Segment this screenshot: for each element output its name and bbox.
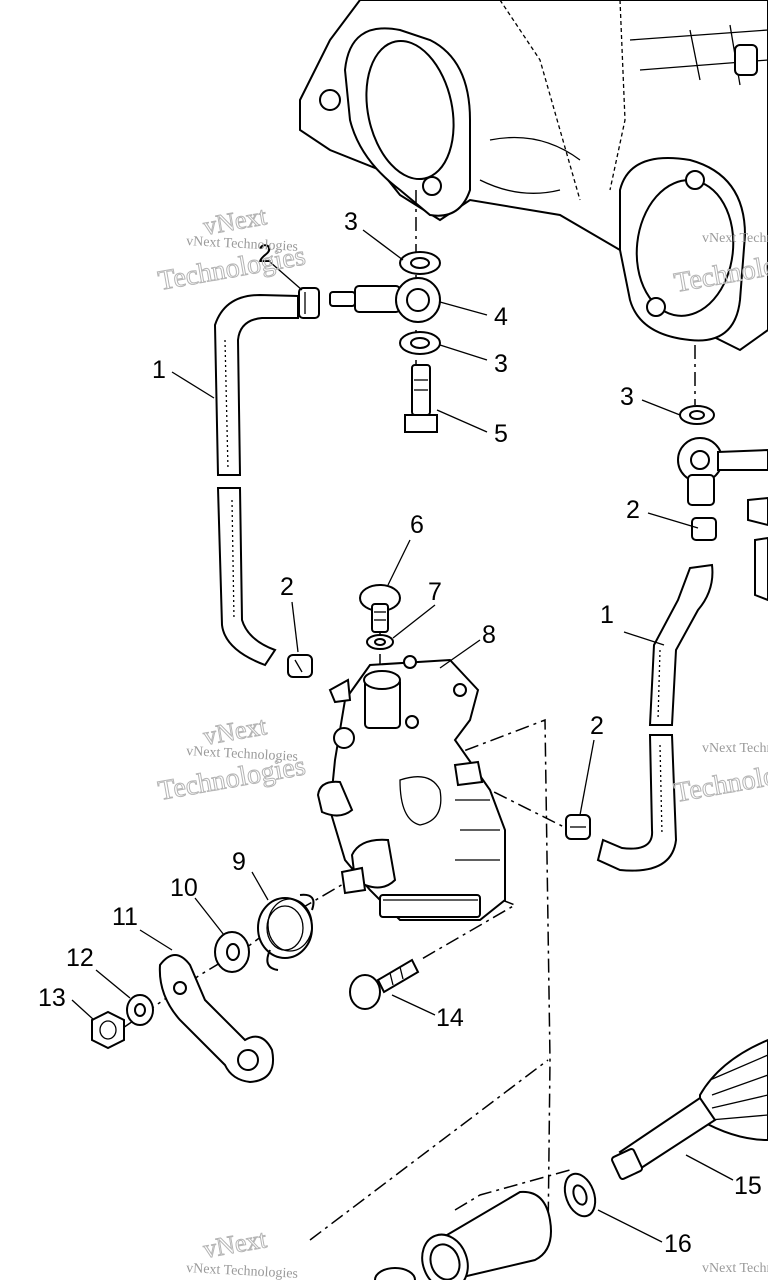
- watermark-mid-left: vNext vNext Technologies Technologies: [155, 711, 308, 808]
- callout-16: 16: [664, 1230, 692, 1258]
- return-spring: [257, 893, 315, 971]
- callout-1a: 1: [152, 356, 166, 384]
- callout-1b: 1: [600, 601, 614, 629]
- watermark-small: vNext Technologies: [186, 1261, 299, 1280]
- callout-2d: 2: [590, 712, 604, 740]
- watermark-small: vNext Technologies: [186, 744, 299, 765]
- callout-11: 11: [112, 903, 138, 931]
- callout-8: 8: [482, 621, 496, 649]
- sleeve-bottom: [374, 1190, 552, 1280]
- watermark-big-top: vNext: [201, 1224, 269, 1264]
- callout-labels: 1 1 2 2 2 2 3 3 3 4 5 6 7 8 9 10 11 12 1…: [38, 208, 762, 1258]
- callout-14: 14: [436, 1004, 464, 1032]
- screw-and-washer-top: [359, 584, 401, 650]
- hose-clip-right: [565, 814, 591, 840]
- hose-clip-top-left: [298, 287, 320, 319]
- watermark-top-left: vNext vNext Technologies Technologies: [155, 201, 308, 298]
- callout-3c: 3: [620, 383, 634, 411]
- callout-15: 15: [734, 1172, 762, 1200]
- callout-2b: 2: [280, 573, 294, 601]
- shaft-washer: [563, 1172, 597, 1218]
- hose-clip-mid-left: [287, 654, 313, 678]
- watermark-small: vNext Technologies: [702, 1261, 768, 1276]
- washers-left: [399, 251, 441, 355]
- callout-4: 4: [494, 303, 508, 331]
- pump-lever: [158, 954, 274, 1084]
- callout-3a: 3: [344, 208, 358, 236]
- callout-2c: 2: [626, 496, 640, 524]
- fuel-hose-right: [596, 563, 714, 872]
- leader-lines: [71, 229, 734, 1243]
- callout-10: 10: [170, 874, 198, 902]
- callout-7: 7: [428, 578, 442, 606]
- fuel-pump-body: [316, 655, 506, 921]
- engine-block: [299, 0, 768, 352]
- fuel-hose-left: [213, 293, 299, 667]
- right-fittings: [677, 405, 768, 602]
- banjo-fitting-left: [329, 277, 441, 323]
- callout-9: 9: [232, 848, 246, 876]
- callout-3b: 3: [494, 350, 508, 378]
- callout-13: 13: [38, 984, 66, 1012]
- watermark-big-bottom: Technologies: [672, 753, 768, 809]
- lever-washer-nut: [91, 994, 154, 1050]
- banjo-bolt-left: [404, 364, 438, 433]
- watermark-mid-right: vNext Technologies Technologies: [671, 741, 768, 809]
- callout-5: 5: [494, 420, 508, 448]
- watermark-small: vNext Technologies: [702, 231, 768, 246]
- callout-12: 12: [66, 944, 94, 972]
- drive-shaft: [611, 1038, 768, 1180]
- washer-lever: [214, 931, 250, 973]
- watermark-small: vNext Technologies: [702, 741, 768, 756]
- pump-mount-screw: [349, 958, 420, 1010]
- watermark-small: vNext Technologies: [186, 234, 299, 255]
- callout-6: 6: [410, 511, 424, 539]
- callout-2a: 2: [258, 240, 272, 268]
